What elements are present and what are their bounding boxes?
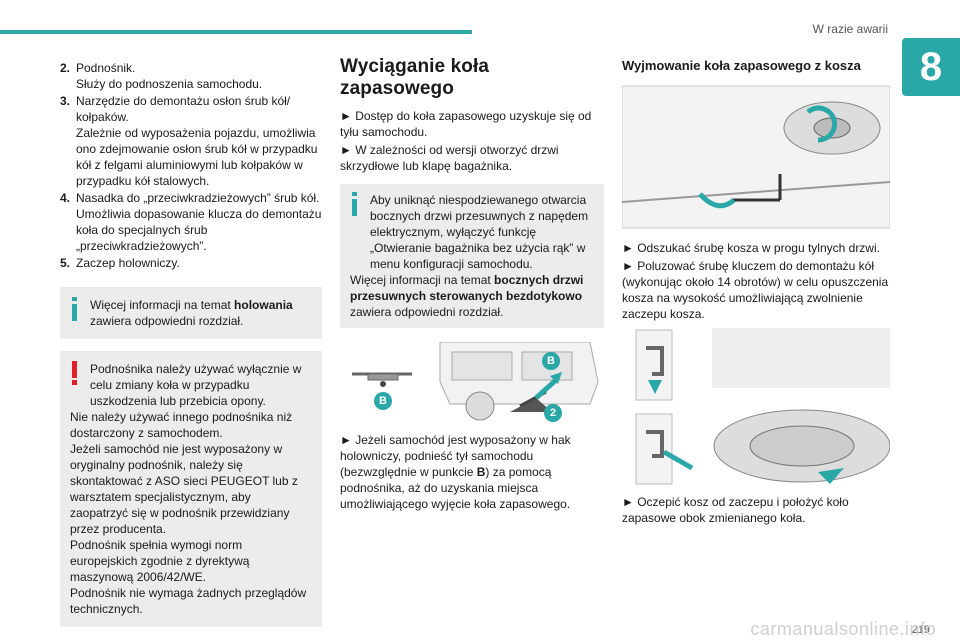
basket-screw-drawing [621,85,891,229]
label-b-left: B [374,392,392,410]
step-text: ► Oczepić kosz od zaczepu i położyć koło… [622,495,849,525]
chapter-badge: 8 [902,38,960,96]
jack-point-drawing [352,342,599,421]
step-text: ► Jeżeli samochód jest wyposażony w hak … [340,433,571,511]
heading-basket: Wyjmowanie koła zapasowego z kosza [622,58,861,73]
top-accent-bar [0,30,472,34]
warning-icon [72,361,77,385]
jack-illustration: B B 2 [340,342,604,422]
basket-screw-illustration [621,82,891,232]
heading-spare-wheel: Wyciąganie koła zapasowego [340,56,489,99]
info-icon [72,297,77,321]
section-title: W razie awarii [812,22,888,36]
list-item: 2. Podnośnik. Służy do podnoszenia samoc… [60,61,263,91]
tool-list: 2. Podnośnik. Służy do podnoszenia samoc… [60,60,322,271]
label-b-right: B [542,352,560,370]
label-2: 2 [544,404,562,422]
column-middle: Wyciąganie koła zapasowego ► Dostęp do k… [340,56,604,514]
info-box-towing: Więcej informacji na temat holowania zaw… [60,287,322,339]
basket-hook-drawing [622,328,891,486]
step-text: ► Dostęp do koła zapasowego uzyskuje się… [340,109,592,139]
list-item: 5. Zaczep holowniczy. [60,256,180,270]
basket-hook-illustration [622,328,891,486]
step-text: ► Poluzować śrubę kluczem do demontażu k… [622,259,889,321]
list-item: 3. Narzędzie do demontażu osłon śrub kół… [60,94,318,188]
info-box-sliding-doors: Aby uniknąć niespodziewanego otwarcia bo… [340,184,604,328]
column-right: Wyjmowanie koła zapasowego z kosza ► Ods… [621,58,891,528]
step-text: ► W zależności od wersji otworzyć drzwi … [340,143,559,173]
page-number: 219 [911,624,930,636]
column-left: 2. Podnośnik. Służy do podnoszenia samoc… [60,60,322,627]
info-icon [352,192,357,216]
watermark: carmanualsonline.info [750,619,936,639]
warning-box-jack: Podnośnika należy używać wyłącznie w cel… [60,351,322,627]
step-text: ► Odszukać śrubę kosza w progu tylnych d… [622,241,880,255]
list-item: 4. Nasadka do „przeciwkradzieżowych” śru… [60,191,322,253]
